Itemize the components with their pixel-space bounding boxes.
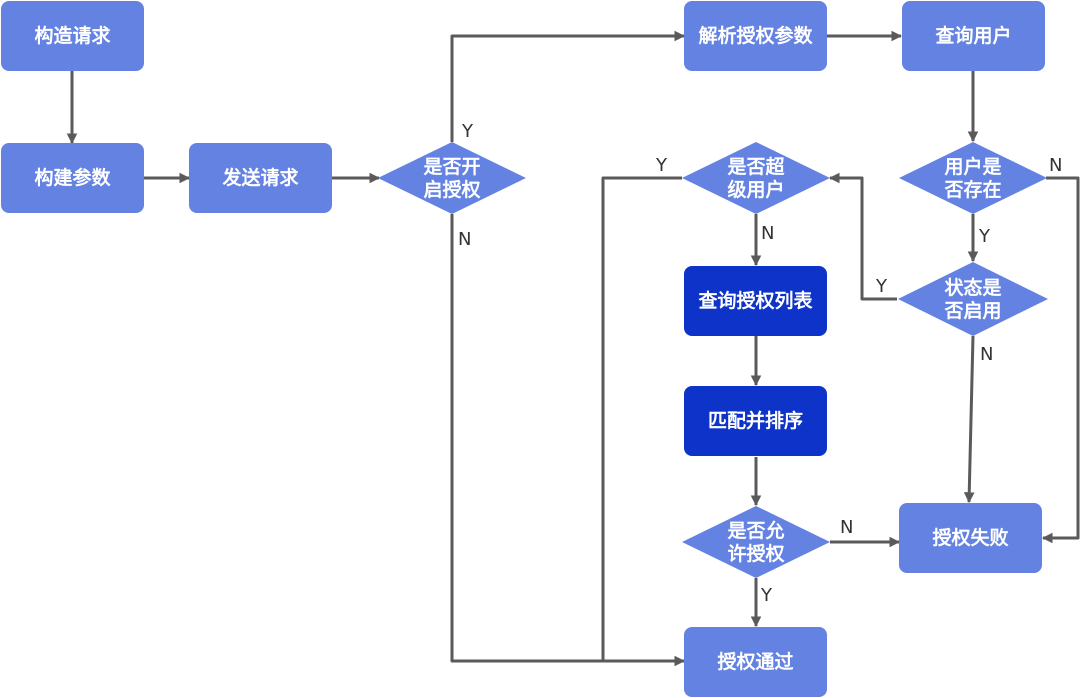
decision-user-exists[interactable]: 用户是 否存在 [899, 142, 1047, 214]
label-user-exists-yes: Y [978, 226, 991, 247]
decision-user-exists-line-1: 用户是 [944, 155, 1001, 178]
node-parse-params[interactable]: 解析授权参数 [684, 1, 827, 71]
label-status-yes: Y [875, 276, 888, 297]
node-match-sort-label: 匹配并排序 [708, 409, 803, 432]
decision-is-super-user-line-2: 级用户 [727, 178, 784, 201]
node-auth-fail-label: 授权失败 [932, 526, 1008, 549]
node-build-request[interactable]: 构造请求 [1, 1, 144, 71]
node-parse-params-label: 解析授权参数 [698, 24, 813, 47]
edge-auth-enabled-yes-to-parse-params [450, 30, 686, 142]
decision-auth-enabled-line-1: 是否开 [423, 156, 480, 178]
label-super-yes: Y [655, 155, 668, 176]
label-allow-no: N [840, 517, 853, 538]
decision-allow-auth[interactable]: 是否允 许授权 [682, 506, 830, 578]
label-status-no: N [980, 344, 993, 365]
node-send-request-label: 发送请求 [221, 166, 299, 189]
node-query-auth-list-label: 查询授权列表 [697, 289, 813, 312]
decision-status-enabled[interactable]: 状态是 否启用 [898, 262, 1048, 336]
node-send-request[interactable]: 发送请求 [189, 143, 332, 213]
node-query-user-label: 查询用户 [934, 24, 1011, 47]
label-user-exists-no: N [1049, 155, 1062, 176]
node-build-params[interactable]: 构建参数 [1, 143, 144, 213]
edge-auth-enabled-no-to-auth-pass [450, 214, 686, 667]
decision-user-exists-line-2: 否存在 [943, 178, 1001, 201]
edge-labels: Y N Y N N Y Y N N Y [458, 121, 1062, 606]
node-build-request-label: 构造请求 [34, 24, 111, 47]
decision-is-super-user-line-1: 是否超 [727, 155, 785, 178]
label-auth-enabled-no: N [458, 229, 471, 250]
node-query-user[interactable]: 查询用户 [902, 1, 1045, 71]
label-super-no: N [761, 223, 774, 244]
nodes: 构造请求 构建参数 发送请求 解析授权参数 查询用户 查询授权列表 匹配并排序 [1, 1, 1048, 697]
edge-status-yes-to-is-super [828, 172, 897, 301]
label-auth-enabled-yes: Y [461, 121, 474, 142]
edges [66, 30, 1080, 667]
node-match-sort[interactable]: 匹配并排序 [684, 386, 827, 456]
node-query-auth-list[interactable]: 查询授权列表 [684, 266, 827, 336]
node-auth-pass-label: 授权通过 [717, 650, 793, 673]
decision-is-super-user[interactable]: 是否超 级用户 [682, 142, 830, 214]
node-build-params-label: 构建参数 [34, 166, 111, 189]
node-auth-fail[interactable]: 授权失败 [899, 503, 1042, 573]
decision-status-enabled-line-2: 否启用 [943, 299, 1001, 322]
node-auth-pass[interactable]: 授权通过 [684, 627, 827, 697]
decision-allow-auth-line-1: 是否允 [727, 519, 784, 542]
decision-auth-enabled-line-2: 启授权 [423, 178, 480, 201]
decision-auth-enabled[interactable]: 是否开 启授权 [378, 142, 526, 214]
decision-allow-auth-line-2: 许授权 [727, 542, 784, 565]
decision-status-enabled-line-1: 状态是 [944, 276, 1001, 299]
edge-status-no-to-auth-fail [963, 335, 975, 504]
label-allow-yes: Y [760, 585, 773, 606]
edge-is-super-yes-to-auth-pass [601, 176, 682, 661]
edge-user-exists-no-to-auth-fail [1041, 176, 1080, 544]
